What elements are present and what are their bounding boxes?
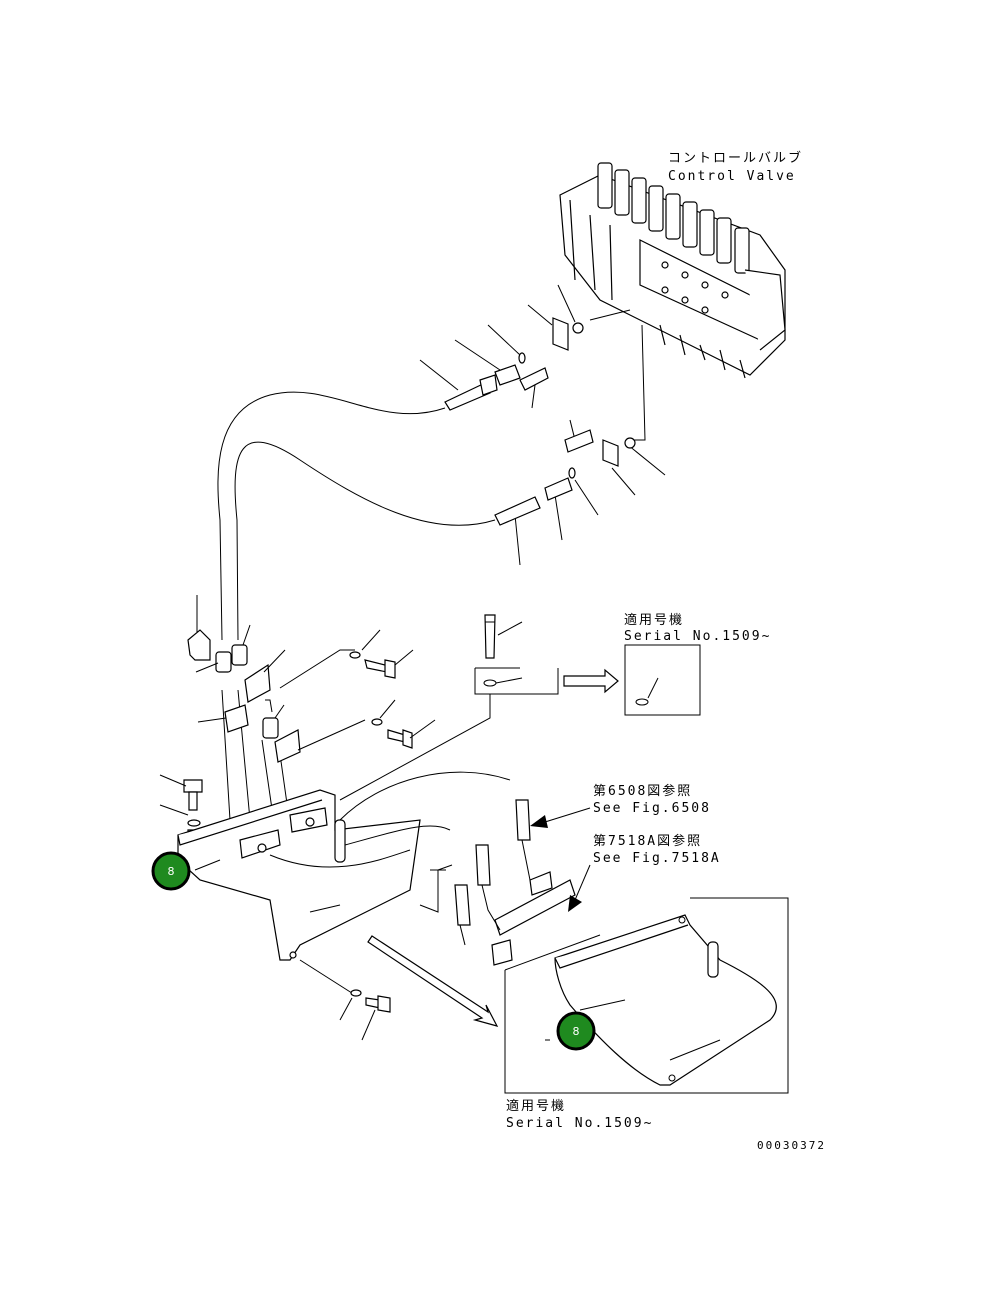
bracket-extra-lines — [194, 771, 511, 996]
serial-top-label-en: Serial No.1509~ — [624, 629, 771, 644]
upper-fittings — [444, 317, 584, 411]
fig7518a-label-jp: 第7518A図参照 — [593, 833, 702, 849]
hose-lines — [217, 391, 496, 851]
callout-badge-left[interactable]: 8 — [151, 851, 191, 891]
control-valve-label-jp: コントロールバルブ — [668, 150, 803, 166]
callout-badge-inset[interactable]: 8 — [556, 1011, 596, 1051]
right-fittings — [454, 799, 576, 966]
clamp-parts — [187, 629, 301, 763]
lower-bolts — [350, 989, 391, 1013]
lower-fittings — [494, 429, 636, 526]
valve-leader-lines — [419, 284, 666, 566]
inset-bracket-plate — [554, 914, 777, 1086]
inset-arrow-right — [563, 668, 619, 694]
fig6508-label-en: See Fig.6508 — [593, 801, 711, 816]
serial-top-label-jp: 適用号機 — [624, 612, 684, 628]
main-bracket-plate — [177, 789, 421, 961]
lower-bolt-leaders — [339, 997, 376, 1041]
serial-inset-box-top — [624, 644, 701, 716]
fig6508-label-jp: 第6508図参照 — [593, 783, 692, 799]
control-valve-drawing — [559, 162, 786, 379]
reference-arrow-6508 — [530, 807, 591, 828]
clamp-leader-lines — [159, 595, 436, 816]
serial-bottom-label-jp: 適用号機 — [506, 1098, 566, 1114]
serial-inset-box-bottom — [504, 897, 789, 1094]
serial-bottom-label-en: Serial No.1509~ — [506, 1116, 653, 1131]
drawing-number: 00030372 — [757, 1139, 826, 1152]
badge-left-label: 8 — [168, 865, 175, 878]
control-valve-label-en: Control Valve — [668, 169, 796, 184]
pin-part — [334, 819, 346, 863]
inset-arrow-bottom — [367, 935, 499, 1027]
reference-arrow-7518a — [568, 864, 591, 912]
washer-detail-group — [339, 614, 559, 801]
badge-inset-label: 8 — [573, 1025, 580, 1038]
right-fitting-lines — [419, 839, 531, 946]
fig7518a-label-en: See Fig.7518A — [593, 851, 721, 866]
